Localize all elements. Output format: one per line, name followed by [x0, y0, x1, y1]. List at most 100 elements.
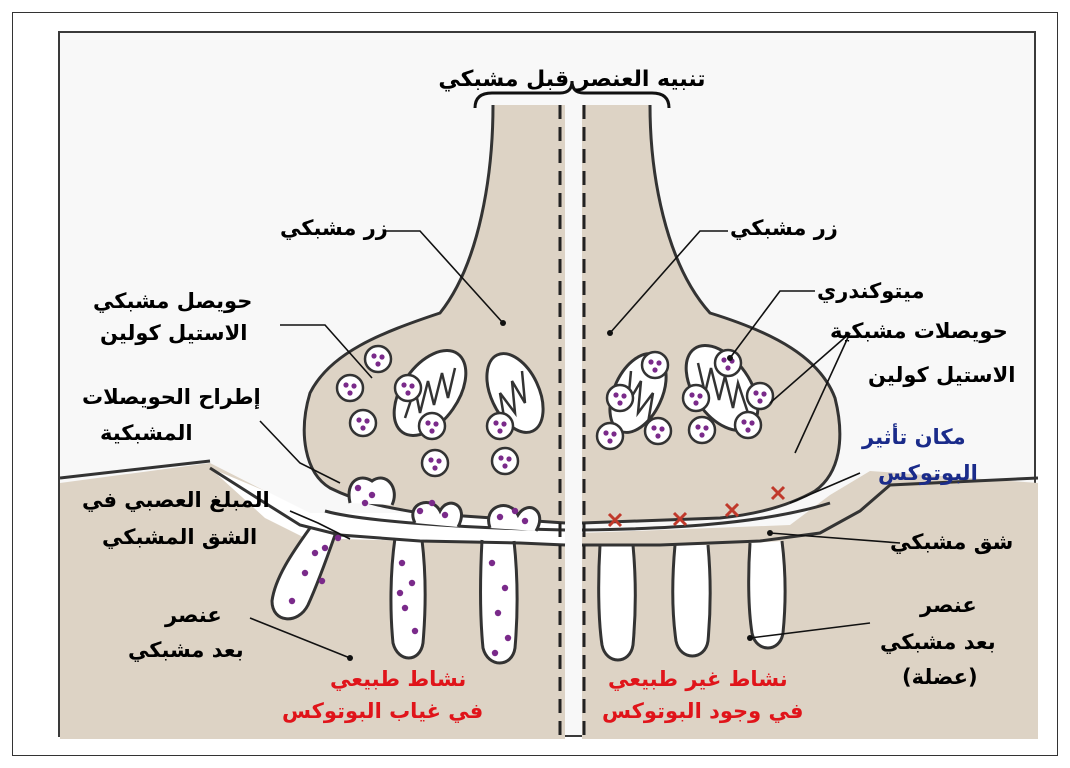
leader-dot-button-right: [607, 330, 613, 336]
acetylcholine-dot: [409, 383, 414, 388]
vesicle: [683, 385, 709, 411]
label-button-right: زر مشبكي: [730, 216, 838, 241]
label-exocytosis-2: المشبكية: [100, 421, 193, 446]
junctional-fold-right-2: [673, 545, 710, 656]
vesicle: [645, 418, 671, 444]
acetylcholine-dot: [356, 417, 361, 422]
acetylcholine-dot: [721, 357, 726, 362]
acetylcholine-dot: [375, 361, 380, 366]
acetylcholine-dot: [703, 425, 708, 430]
acetylcholine-dot: [498, 455, 503, 460]
diagram-title: تنبيه العنصر قبل مشبكي: [412, 67, 732, 93]
acetylcholine-dot: [761, 391, 766, 396]
acetylcholine-dot: [651, 425, 656, 430]
vesicle: [689, 417, 715, 443]
acetylcholine-dot: [405, 390, 410, 395]
transmitter-dot: [489, 560, 495, 566]
vesicle: [715, 350, 741, 376]
acetylcholine-dot: [656, 360, 661, 365]
leader-dot-button-left: [500, 320, 506, 326]
acetylcholine-dot: [757, 398, 762, 403]
acetylcholine-dot: [648, 359, 653, 364]
label-button-left: زر مشبكي: [280, 216, 388, 241]
acetylcholine-dot: [652, 367, 657, 372]
exocytosis-bulb-2: [413, 502, 462, 527]
acetylcholine-dot: [379, 354, 384, 359]
status-abnormal-2: في وجود البوتوكس: [602, 699, 804, 724]
acetylcholine-dot: [429, 428, 434, 433]
junctional-fold-left-3: [481, 540, 518, 663]
status-normal-2: في غياب البوتوكس: [282, 699, 483, 724]
acetylcholine-dot: [603, 430, 608, 435]
transmitter-dot: [495, 610, 501, 616]
vesicle: [642, 352, 668, 378]
transmitter-dot: [512, 508, 518, 514]
transmitter-dot: [402, 605, 408, 611]
label-vesicles-right-2: الاستيل كولين: [868, 363, 1015, 388]
transmitter-dot: [362, 500, 368, 506]
acetylcholine-dot: [425, 420, 430, 425]
vesicle: [607, 385, 633, 411]
label-exocytosis-1: إطراح الحويصلات: [82, 385, 261, 410]
vesicle: [350, 410, 376, 436]
acetylcholine-dot: [745, 427, 750, 432]
transmitter-dot: [417, 508, 423, 514]
vesicle: [365, 346, 391, 372]
transmitter-dot: [502, 585, 508, 591]
acetylcholine-dot: [428, 457, 433, 462]
status-normal-1: نشاط طبيعي: [330, 667, 466, 692]
transmitter-dot: [319, 578, 325, 584]
acetylcholine-dot: [497, 428, 502, 433]
acetylcholine-dot: [436, 458, 441, 463]
transmitter-dot: [322, 545, 328, 551]
label-botox-1: مكان تأثير: [862, 425, 966, 450]
acetylcholine-dot: [347, 390, 352, 395]
acetylcholine-dot: [749, 420, 754, 425]
vesicle: [747, 383, 773, 409]
transmitter-dot: [412, 628, 418, 634]
acetylcholine-dot: [699, 432, 704, 437]
acetylcholine-dot: [607, 438, 612, 443]
acetylcholine-dot: [611, 431, 616, 436]
acetylcholine-dot: [364, 418, 369, 423]
label-post-right-3: (عضلة): [902, 665, 978, 690]
label-transmitter-2: الشق المشبكي: [102, 525, 257, 550]
transmitter-dot: [409, 580, 415, 586]
transmitter-dot: [335, 535, 341, 541]
vesicle: [487, 413, 513, 439]
label-vesicle-left-1: حويصل مشبكي: [93, 289, 252, 314]
exocytosis-bulb-1: [349, 478, 394, 505]
acetylcholine-dot: [351, 383, 356, 388]
label-post-right-2: بعد مشبكي: [880, 630, 996, 655]
transmitter-dot: [399, 560, 405, 566]
label-botox-2: البوتوكس: [878, 461, 978, 486]
vesicle: [492, 448, 518, 474]
vesicle: [337, 375, 363, 401]
acetylcholine-dot: [502, 463, 507, 468]
acetylcholine-dot: [693, 400, 698, 405]
acetylcholine-dot: [432, 465, 437, 470]
acetylcholine-dot: [506, 456, 511, 461]
vesicle: [395, 375, 421, 401]
acetylcholine-dot: [741, 419, 746, 424]
label-transmitter-1: المبلغ العصبي في: [82, 488, 270, 513]
transmitter-dot: [505, 635, 511, 641]
vesicle: [419, 413, 445, 439]
vesicle: [422, 450, 448, 476]
junctional-fold-left-2: [391, 538, 425, 658]
vesicle: [735, 412, 761, 438]
label-post-right-1: عنصر: [920, 593, 977, 618]
synapse-diagram: تنبيه العنصر قبل مشبكي زر مشبكي حويصل مش…: [58, 31, 1036, 737]
transmitter-dot: [442, 512, 448, 518]
acetylcholine-dot: [725, 365, 730, 370]
outer-frame: تنبيه العنصر قبل مشبكي زر مشبكي حويصل مش…: [12, 12, 1058, 756]
status-abnormal-1: نشاط غير طبيعي: [608, 667, 788, 692]
leader-dot-post-right: [747, 635, 753, 641]
acetylcholine-dot: [617, 400, 622, 405]
leader-dot-mito: [727, 355, 733, 361]
transmitter-dot: [429, 500, 435, 506]
acetylcholine-dot: [401, 382, 406, 387]
transmitter-dot: [369, 492, 375, 498]
acetylcholine-dot: [613, 392, 618, 397]
acetylcholine-dot: [697, 393, 702, 398]
